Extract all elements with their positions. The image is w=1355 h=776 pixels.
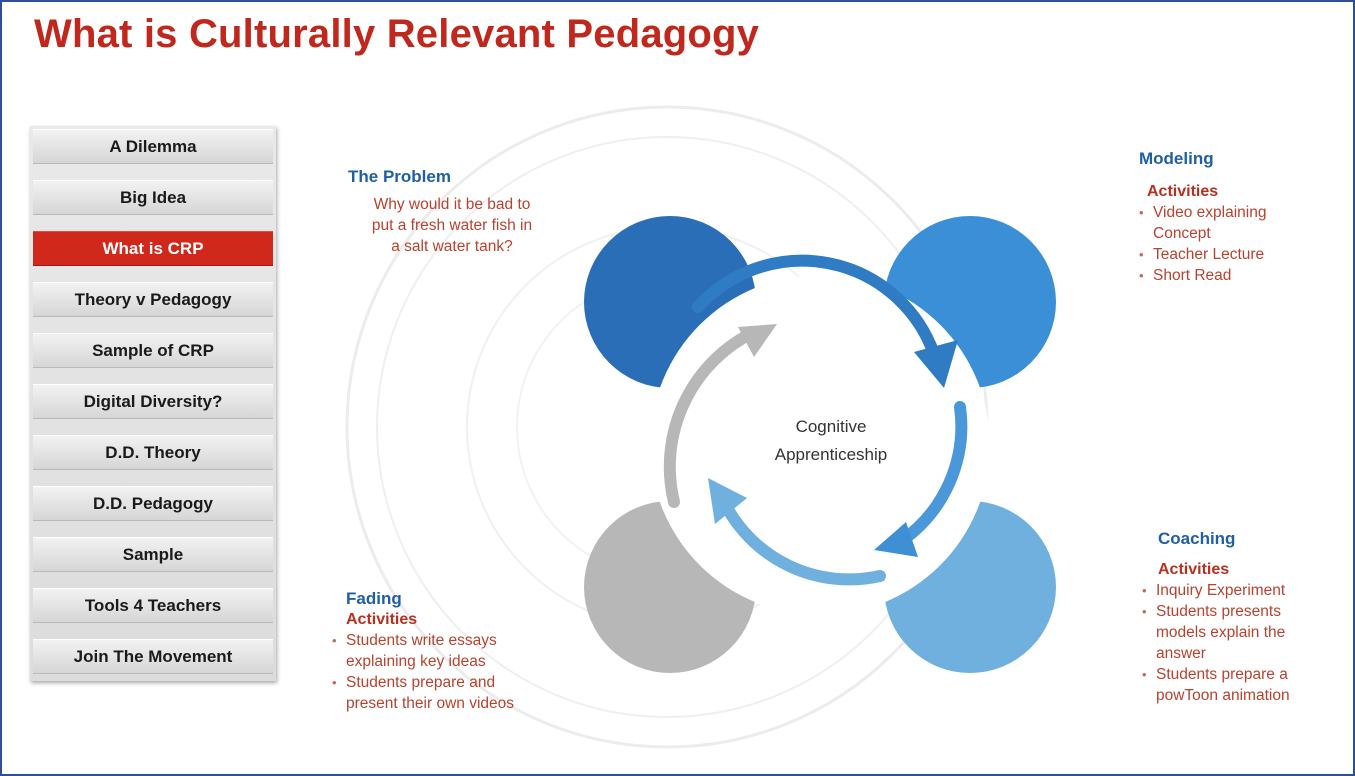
modeling-block: Modeling Activities Video explaining Con… xyxy=(1139,148,1339,286)
center-label-line1: Cognitive xyxy=(796,417,867,436)
nav-item-dd-pedagogy[interactable]: D.D. Pedagogy xyxy=(33,486,273,521)
problem-line-3: a salt water tank? xyxy=(391,238,513,255)
nav-item-theory-v-pedagogy[interactable]: Theory v Pedagogy xyxy=(33,282,273,317)
nav-item-a-dilemma[interactable]: A Dilemma xyxy=(33,129,273,164)
arrowhead-fading-icon xyxy=(708,478,747,524)
coaching-activity-2: Students presents models explain the ans… xyxy=(1142,601,1326,664)
nav-item-join-the-movement[interactable]: Join The Movement xyxy=(33,639,273,674)
sidebar-nav: A Dilemma Big Idea What is CRP Theory v … xyxy=(30,126,276,681)
nav-item-big-idea[interactable]: Big Idea xyxy=(33,180,273,215)
arrowhead-coaching-icon xyxy=(874,522,918,557)
coaching-block: Coaching Activities Inquiry Experiment S… xyxy=(1142,528,1347,706)
page-title: What is Culturally Relevant Pedagogy xyxy=(34,12,760,56)
modeling-heading: Modeling xyxy=(1139,149,1214,168)
fading-activity-2: Students prepare and present their own v… xyxy=(332,672,536,714)
modeling-activity-1: Video explaining Concept xyxy=(1139,202,1313,244)
arrowhead-return-icon xyxy=(738,324,777,357)
fading-activities-list: Students write essays explaining key ide… xyxy=(332,630,572,714)
arrowhead-modeling-icon xyxy=(914,340,958,388)
nav-item-digital-diversity[interactable]: Digital Diversity? xyxy=(33,384,273,419)
coaching-activities-label: Activities xyxy=(1158,561,1230,578)
modeling-activity-2: Teacher Lecture xyxy=(1139,244,1339,265)
coaching-heading: Coaching xyxy=(1158,529,1236,548)
arc-coaching-out xyxy=(718,496,886,586)
nav-item-what-is-crp[interactable]: What is CRP xyxy=(33,231,273,266)
nav-item-dd-theory[interactable]: D.D. Theory xyxy=(33,435,273,470)
problem-heading: The Problem xyxy=(348,167,451,186)
problem-block: The Problem xyxy=(348,166,451,187)
nav-item-sample[interactable]: Sample xyxy=(33,537,273,572)
modeling-activities-list: Video explaining Concept Teacher Lecture… xyxy=(1139,202,1339,286)
fading-activities-label: Activities xyxy=(346,611,418,628)
arc-modeling xyxy=(692,254,940,360)
fading-activity-1: Students write essays explaining key ide… xyxy=(332,630,546,672)
nav-item-tools-4-teachers[interactable]: Tools 4 Teachers xyxy=(33,588,273,623)
problem-line-2: put a fresh water fish in xyxy=(371,217,533,234)
coaching-activity-1: Inquiry Experiment xyxy=(1142,580,1347,601)
problem-text: Why would it be bad to put a fresh water… xyxy=(342,194,562,257)
modeling-activity-3: Short Read xyxy=(1139,265,1339,286)
modeling-activities-label: Activities xyxy=(1147,183,1219,200)
center-label-line2: Apprenticeship xyxy=(775,445,887,464)
coaching-activities-list: Inquiry Experiment Students presents mod… xyxy=(1142,580,1347,706)
coaching-activity-3: Students prepare a powToon animation xyxy=(1142,664,1346,706)
fading-heading: Fading xyxy=(346,589,402,608)
arc-coaching-in xyxy=(894,401,968,548)
fading-block: Fading Activities Students write essays … xyxy=(332,588,572,714)
problem-line-1: Why would it be bad to xyxy=(373,196,531,213)
nav-item-sample-of-crp[interactable]: Sample of CRP xyxy=(33,333,273,368)
arc-fading xyxy=(663,326,760,508)
